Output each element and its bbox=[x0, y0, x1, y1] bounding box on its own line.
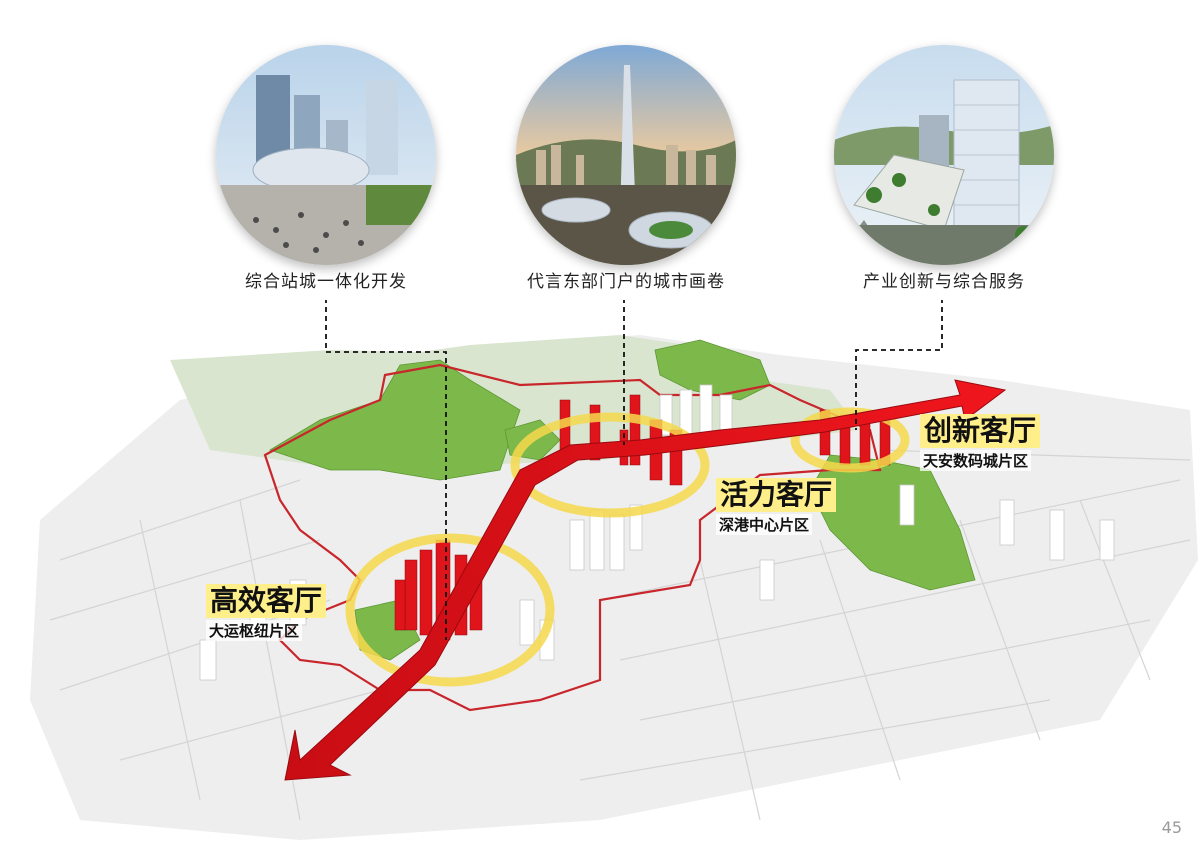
caption-station: 综合站城一体化开发 bbox=[245, 272, 407, 292]
photo-tower-circle bbox=[516, 45, 736, 265]
district-map bbox=[30, 300, 1198, 840]
station-photo bbox=[216, 45, 436, 265]
photo-business-circle bbox=[834, 45, 1054, 265]
caption-business: 产业创新与综合服务 bbox=[863, 272, 1025, 292]
district-subtitle-shengang: 深港中心片区 bbox=[716, 514, 813, 535]
district-title-shengang: 活力客厅 bbox=[716, 478, 837, 512]
district-label-shengang: 活力客厅 深港中心片区 bbox=[716, 478, 837, 535]
tower-photo bbox=[516, 45, 736, 265]
district-title-dayun: 高效客厅 bbox=[206, 584, 327, 618]
district-title-tianan: 创新客厅 bbox=[920, 414, 1041, 448]
caption-tower: 代言东部门户的城市画卷 bbox=[527, 272, 725, 292]
key-towers bbox=[394, 394, 891, 641]
district-subtitle-tianan: 天安数码城片区 bbox=[920, 450, 1032, 471]
page-number: 45 bbox=[1161, 818, 1182, 837]
leader-lines bbox=[325, 300, 943, 640]
district-subtitle-dayun: 大运枢纽片区 bbox=[206, 620, 303, 641]
business-park-photo bbox=[834, 45, 1054, 265]
district-label-dayun: 高效客厅 大运枢纽片区 bbox=[206, 584, 327, 641]
development-axis-arrow bbox=[284, 379, 1007, 781]
building-massing bbox=[199, 384, 1115, 681]
photo-station-circle bbox=[216, 45, 436, 265]
focus-rings bbox=[345, 407, 910, 687]
green-parks bbox=[269, 339, 976, 661]
district-label-tianan: 创新客厅 天安数码城片区 bbox=[920, 414, 1041, 471]
